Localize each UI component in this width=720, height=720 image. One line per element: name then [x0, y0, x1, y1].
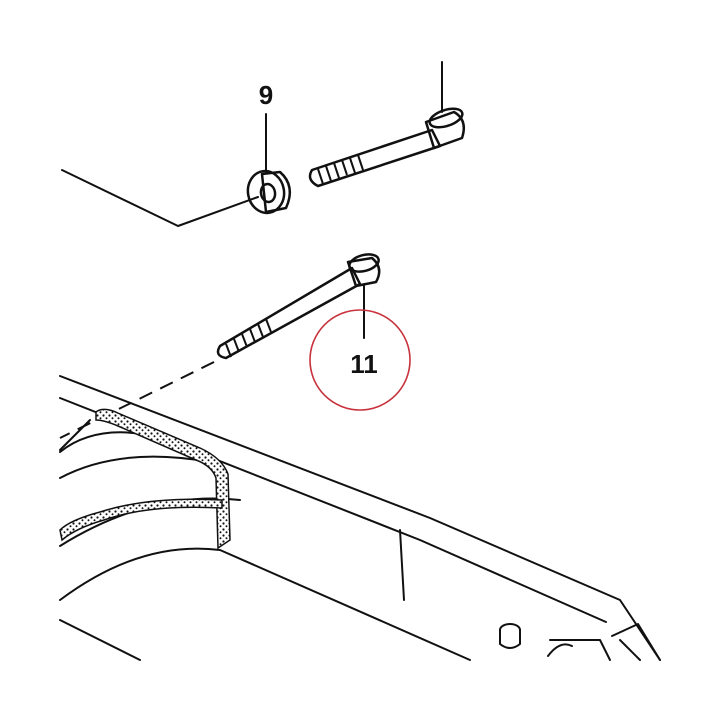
callout-11-highlight-circle [309, 309, 411, 411]
upper-screw [308, 61, 465, 188]
housing-frame [59, 375, 661, 661]
upper-assembly [61, 61, 465, 227]
weld-seam [59, 408, 231, 550]
callout-9-label: 9 [259, 80, 273, 110]
cap-screw-part-11 [216, 253, 381, 360]
callout-11-label: 11 [350, 349, 378, 379]
washer-part-9 [246, 169, 292, 215]
leader-line-upper [61, 169, 259, 227]
